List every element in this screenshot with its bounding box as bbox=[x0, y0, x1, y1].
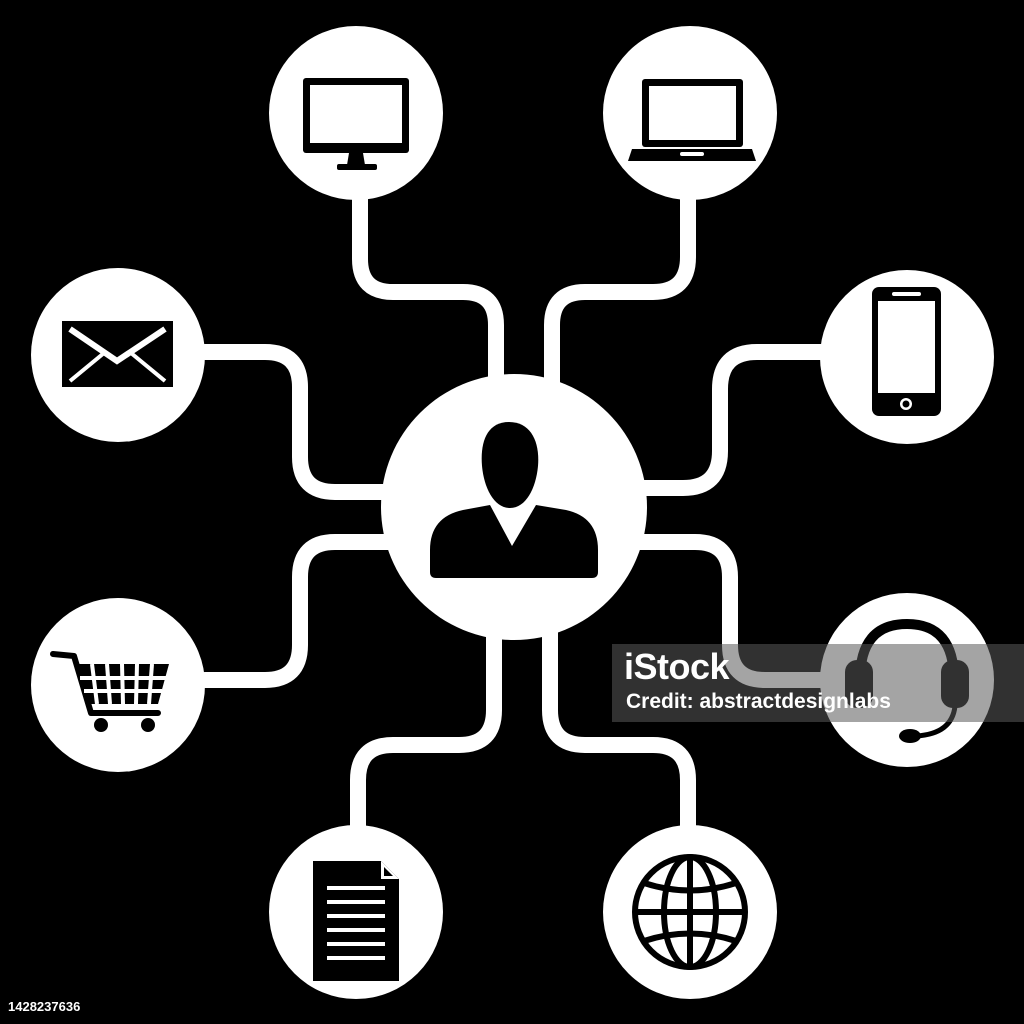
watermark-logo: iStock bbox=[624, 646, 730, 687]
envelope-icon bbox=[62, 321, 173, 387]
node-mail bbox=[31, 268, 205, 442]
watermark-credit: Credit: abstractdesignlabs bbox=[626, 690, 891, 713]
connector-phone bbox=[622, 344, 830, 496]
node-phone bbox=[820, 270, 994, 444]
laptop-icon bbox=[628, 79, 756, 161]
connector-cart bbox=[197, 534, 403, 688]
connector-document bbox=[350, 622, 502, 848]
connector-web bbox=[542, 622, 696, 848]
hub-node bbox=[381, 374, 647, 640]
node-cart bbox=[31, 598, 205, 772]
node-desktop bbox=[269, 26, 443, 200]
globe-icon bbox=[632, 854, 748, 970]
stock-watermark: iStock Credit: abstractdesignlabs bbox=[612, 644, 1024, 722]
desktop-monitor-icon bbox=[303, 78, 409, 170]
document-icon bbox=[313, 861, 399, 981]
node-web bbox=[603, 825, 777, 999]
shopping-cart-icon bbox=[50, 651, 169, 732]
connector-lines bbox=[197, 182, 833, 848]
node-laptop bbox=[603, 26, 777, 200]
smartphone-icon bbox=[872, 287, 941, 416]
connector-mail bbox=[197, 344, 403, 500]
connector-desktop bbox=[352, 182, 504, 398]
connector-laptop bbox=[544, 182, 696, 398]
node-document bbox=[269, 825, 443, 999]
person-icon bbox=[430, 422, 598, 578]
stock-image-id: 1428237636 bbox=[8, 999, 81, 1014]
